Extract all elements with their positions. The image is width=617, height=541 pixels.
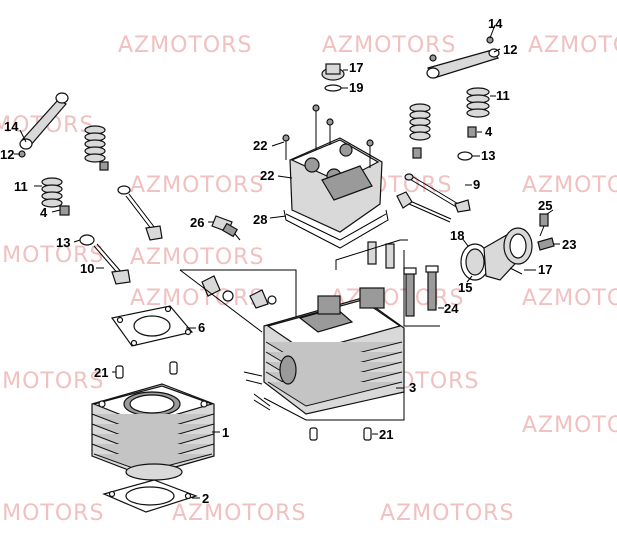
label-4-left: 4	[40, 205, 48, 220]
label-14-left: 14	[4, 119, 19, 134]
watermark-15: AZMOTORS	[522, 413, 617, 438]
watermark-8: AZMOTORS	[0, 243, 104, 268]
watermark-17: AZMOTORS	[172, 501, 306, 526]
watermark-5: AZMOTORS	[130, 173, 264, 198]
label-2: 2	[202, 491, 209, 506]
label-22-b: 22	[260, 168, 274, 183]
label-10: 10	[80, 261, 94, 276]
label-6: 6	[198, 320, 205, 335]
label-22-a: 22	[253, 138, 267, 153]
watermark-13: AZMOTORS	[130, 286, 264, 311]
label-18: 18	[450, 228, 464, 243]
spark-plug	[211, 215, 241, 241]
label-19: 19	[349, 80, 363, 95]
label-12-right: 12	[503, 42, 517, 57]
watermark-16: AZMOTORS	[0, 501, 104, 526]
intake-manifold	[460, 213, 555, 281]
head-bolts	[201, 241, 439, 317]
label-13-left: 13	[56, 235, 70, 250]
label-11-right: 11	[496, 88, 510, 103]
watermark-2: AZMOTORS	[322, 33, 456, 58]
cylinder-head	[243, 287, 405, 415]
label-24: 24	[444, 301, 459, 316]
dowel-pins-bottom	[309, 427, 372, 441]
valve-spring-right	[409, 87, 490, 159]
rocker-arm-left	[18, 92, 69, 158]
label-1: 1	[222, 425, 229, 440]
label-4-right: 4	[485, 124, 493, 139]
label-3: 3	[409, 380, 416, 395]
watermark-3: AZMOTORS	[528, 33, 617, 58]
filler-cap	[321, 63, 345, 92]
label-26: 26	[190, 215, 204, 230]
leader-box	[179, 239, 440, 333]
label-28: 28	[253, 212, 267, 227]
watermark-9: AZMOTORS	[130, 245, 264, 270]
base-gasket	[102, 479, 198, 513]
valves-left	[79, 185, 163, 285]
valve-cover	[282, 104, 389, 249]
label-11-left: 11	[14, 179, 28, 194]
label-25: 25	[538, 198, 552, 213]
valves-right	[396, 151, 473, 223]
watermarks: AZMOTORS AZMOTORS AZMOTORS AZMOTORS AZMO…	[0, 33, 617, 526]
label-17-top: 17	[349, 60, 363, 75]
valve-spring-left	[41, 125, 109, 216]
watermark-18: AZMOTORS	[380, 501, 514, 526]
label-21-left: 21	[94, 365, 108, 380]
label-13-right: 13	[481, 148, 495, 163]
cylinder-block	[91, 383, 215, 481]
label-12-left: 12	[0, 147, 14, 162]
watermark-11: AZMOTORS	[522, 286, 617, 311]
watermark-7: AZMOTORS	[522, 173, 617, 198]
label-14-right: 14	[488, 16, 503, 31]
label-9: 9	[473, 177, 480, 192]
label-23: 23	[562, 237, 576, 252]
dowel-pins-left	[115, 361, 178, 379]
watermark-1: AZMOTORS	[118, 33, 252, 58]
head-gasket	[110, 305, 194, 347]
label-17-right: 17	[538, 262, 552, 277]
watermark-12: AZMOTORS	[0, 369, 104, 394]
label-21-bottom: 21	[379, 427, 393, 442]
label-15: 15	[458, 280, 472, 295]
